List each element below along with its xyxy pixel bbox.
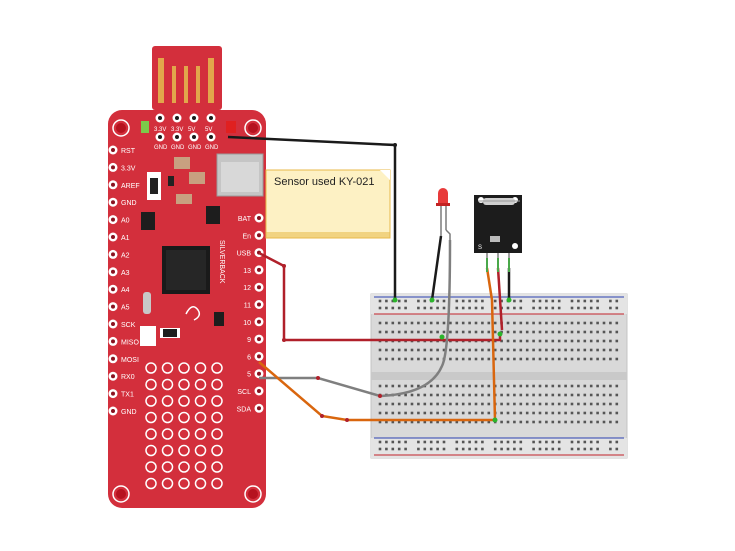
power-label: 5V bbox=[188, 127, 195, 133]
breadboard bbox=[370, 293, 628, 459]
status-led bbox=[226, 121, 236, 133]
silverback-board: 3.3V GND 3.3V GND 5V GND 5V GND RST 3.3V AREF GND A… bbox=[108, 46, 266, 508]
board-name: SILVERBACK bbox=[218, 240, 225, 284]
sensor-pin-s: S bbox=[478, 245, 482, 251]
gnd-label: GND bbox=[205, 145, 219, 151]
left-pin-label: A2 bbox=[121, 252, 130, 259]
left-pin-label: A4 bbox=[121, 287, 130, 294]
right-pin-label: 13 bbox=[243, 268, 251, 275]
gnd-label: GND bbox=[171, 145, 185, 151]
left-pin-label: RX0 bbox=[121, 374, 135, 381]
wire-sensor-middle-red bbox=[496, 267, 504, 331]
red-led bbox=[436, 188, 451, 240]
sensor-pin-minus: - bbox=[516, 245, 518, 251]
left-pin-label: GND bbox=[121, 200, 137, 207]
right-pin-label: SCL bbox=[237, 389, 251, 396]
prototype-area bbox=[145, 362, 223, 490]
right-pin-label: En bbox=[242, 233, 251, 240]
power-label: 5V bbox=[205, 127, 212, 133]
wire-pin6-orange bbox=[258, 361, 495, 422]
left-pin-label: A3 bbox=[121, 270, 130, 277]
right-pin-label: 9 bbox=[247, 337, 251, 344]
wire-sensor-signal-orange bbox=[485, 267, 497, 421]
right-pin-label: 10 bbox=[243, 320, 251, 327]
left-pin-label: MISO bbox=[121, 339, 139, 346]
right-pin-label: BAT bbox=[238, 216, 252, 223]
power-label: 3.3V bbox=[171, 127, 183, 133]
left-pin-label: MOSI bbox=[121, 357, 139, 364]
left-pin-label: TX1 bbox=[121, 392, 134, 399]
left-pin-label: A1 bbox=[121, 235, 130, 242]
left-pin-label: AREF bbox=[121, 183, 140, 190]
gnd-label: GND bbox=[188, 145, 202, 151]
sensor-note-text: Sensor used KY-021 bbox=[274, 176, 375, 188]
right-pin-label: 6 bbox=[247, 354, 251, 361]
wires bbox=[227, 135, 512, 423]
wire-pin5-gray bbox=[259, 239, 452, 398]
left-pin-label: 3.3V bbox=[121, 165, 136, 172]
left-pin-label: A0 bbox=[121, 218, 130, 225]
left-pin-label: SCK bbox=[121, 322, 136, 329]
right-pin-label: 5 bbox=[247, 372, 251, 379]
ky-021-sensor-module: S - bbox=[474, 195, 522, 268]
right-pin-label: SDA bbox=[237, 406, 252, 413]
sensor-note bbox=[265, 169, 391, 239]
left-pin-label: A5 bbox=[121, 305, 130, 312]
right-pin-label: 12 bbox=[243, 285, 251, 292]
wire-led-cathode bbox=[430, 235, 443, 301]
right-pin-label: USB bbox=[237, 251, 252, 258]
right-pin-label: 11 bbox=[244, 303, 251, 310]
left-pin-label: RST bbox=[121, 148, 136, 155]
power-header: 3.3V GND 3.3V GND 5V GND 5V GND bbox=[154, 113, 219, 151]
left-pin-label: GND bbox=[121, 409, 137, 416]
power-label: 3.3V bbox=[154, 127, 166, 133]
gnd-label: GND bbox=[154, 145, 168, 151]
power-led bbox=[141, 121, 149, 133]
